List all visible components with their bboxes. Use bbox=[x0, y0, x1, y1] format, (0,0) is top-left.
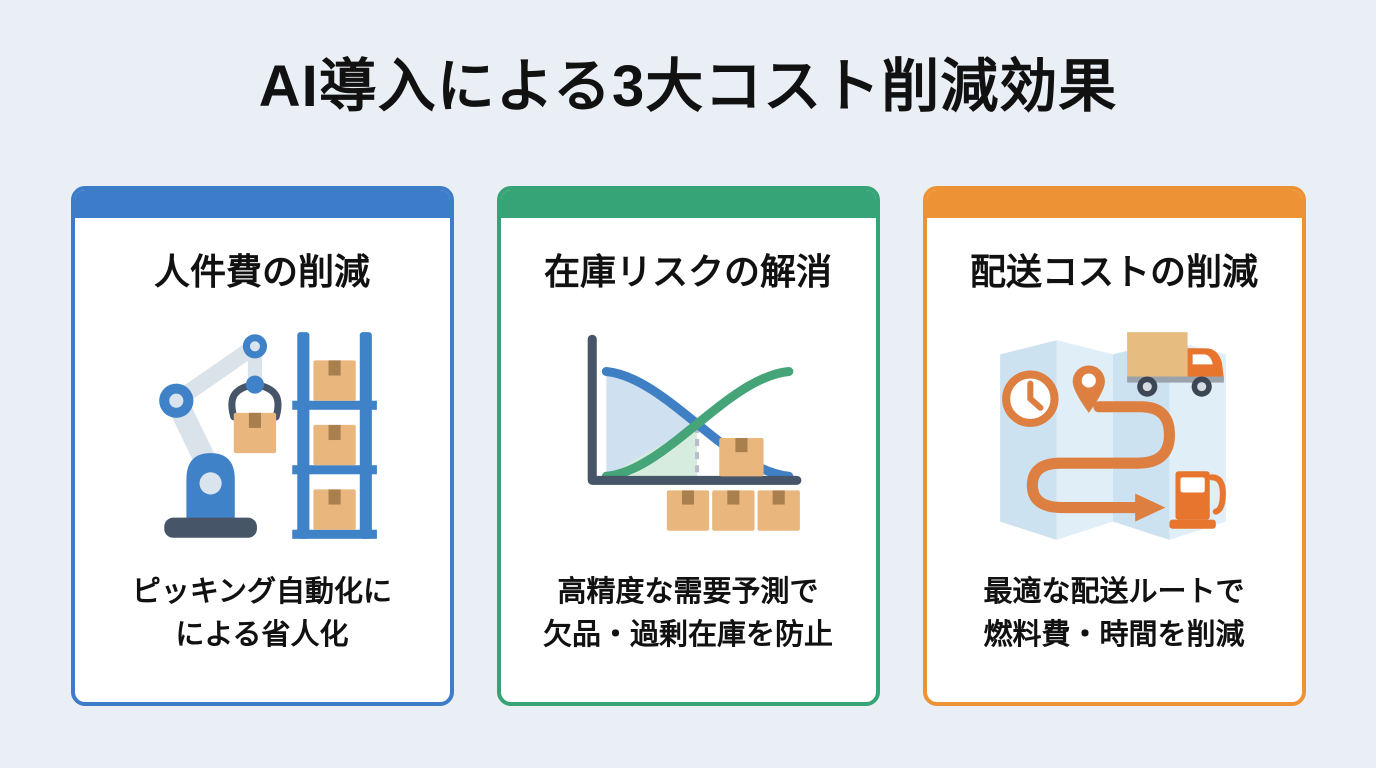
robot-arm-picking-illustration bbox=[136, 307, 388, 565]
demand-forecast-chart-icon bbox=[587, 334, 802, 531]
card-accent-bar bbox=[926, 189, 1302, 218]
delivery-route-map-icon bbox=[1000, 331, 1226, 540]
location-pin-icon bbox=[1072, 365, 1105, 413]
supply-curve bbox=[601, 366, 794, 481]
card-caption: ピッキング自動化に による省人化 bbox=[132, 571, 392, 658]
page-title: AI導入による3大コスト削減効果 bbox=[258, 54, 1118, 119]
caption-line: 高精度な需要予測で bbox=[557, 575, 819, 608]
inventory-boxes-icon bbox=[666, 437, 800, 531]
caption-line: 最適な配送ルートで bbox=[983, 575, 1245, 608]
route-path-icon bbox=[1026, 401, 1175, 513]
card-accent-bar bbox=[500, 189, 876, 218]
card-caption: 最適な配送ルートで 燃料費・時間を削減 bbox=[983, 571, 1244, 658]
cards-row: 人件費の削減 bbox=[0, 185, 1376, 706]
clock-icon bbox=[1002, 370, 1059, 427]
fuel-pump-icon bbox=[1169, 471, 1226, 529]
picked-box-icon bbox=[233, 412, 277, 453]
card-title: 配送コストの削減 bbox=[969, 250, 1258, 292]
delivery-route-illustration bbox=[988, 307, 1240, 565]
card-accent-bar bbox=[74, 189, 450, 218]
card-delivery-cost: 配送コストの削減 bbox=[922, 185, 1306, 706]
delivery-truck-icon bbox=[1127, 331, 1224, 397]
card-title: 在庫リスクの解消 bbox=[543, 250, 832, 292]
shelf-boxes-icon bbox=[313, 360, 356, 530]
demand-forecast-illustration bbox=[562, 307, 814, 565]
route-arrowhead-icon bbox=[1135, 493, 1166, 522]
caption-line: による省人化 bbox=[175, 619, 349, 652]
card-caption: 高精度な需要予測で 欠品・過剰在庫を防止 bbox=[543, 571, 833, 658]
shelf-icon bbox=[292, 331, 377, 539]
chart-axes bbox=[587, 334, 802, 485]
card-inventory-risk: 在庫リスクの解消 bbox=[496, 185, 880, 706]
caption-line: 欠品・過剰在庫を防止 bbox=[542, 619, 833, 652]
card-labor-cost: 人件費の削減 bbox=[70, 185, 454, 706]
caption-line: ピッキング自動化に bbox=[131, 575, 393, 608]
robot-arm-icon bbox=[159, 333, 282, 538]
robot-arm-picking-icon bbox=[159, 331, 377, 539]
card-title: 人件費の削減 bbox=[153, 250, 370, 292]
caption-line: 燃料費・時間を削減 bbox=[983, 619, 1245, 652]
